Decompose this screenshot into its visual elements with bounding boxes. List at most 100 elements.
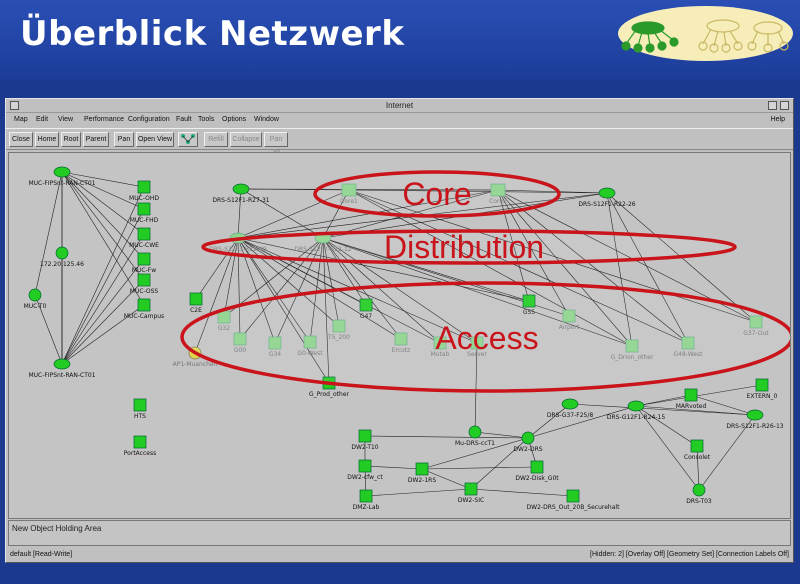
node-cisco[interactable]: MUC-FIPSnt-RAN-CT01 bbox=[28, 358, 96, 379]
open-view-button[interactable]: Open View bbox=[136, 132, 174, 147]
menu-edit[interactable]: Edit bbox=[36, 116, 49, 123]
node-device[interactable]: DMZ-Lab bbox=[353, 489, 380, 511]
node-router[interactable]: DRS-T03 bbox=[686, 483, 712, 505]
maximize-icon[interactable] bbox=[780, 101, 789, 110]
node-device[interactable]: G_Drion_other bbox=[611, 339, 654, 361]
network-link bbox=[635, 384, 763, 407]
network-link bbox=[61, 233, 145, 365]
node-device[interactable]: MUC-Fw bbox=[132, 252, 156, 274]
pan-button[interactable]: Pan bbox=[114, 132, 134, 147]
node-label: G0-West bbox=[297, 350, 323, 357]
node-device[interactable]: DW2-SIC bbox=[458, 482, 484, 504]
node-switch[interactable]: Core1 bbox=[340, 183, 358, 205]
topology-icon bbox=[181, 134, 195, 144]
network-link bbox=[497, 189, 633, 347]
node-router[interactable]: Mu-DRS-ccT1 bbox=[455, 425, 495, 447]
node-device[interactable]: Ercotz bbox=[392, 332, 411, 354]
network-link bbox=[61, 304, 145, 365]
minimize-icon[interactable] bbox=[768, 101, 777, 110]
node-device[interactable]: G0-West bbox=[297, 335, 323, 357]
node-device[interactable]: DW2-cfw_ct bbox=[347, 459, 383, 481]
window-titlebar[interactable]: Internet bbox=[6, 99, 793, 113]
node-label: G_Drion_other bbox=[611, 354, 654, 361]
network-link bbox=[635, 405, 756, 416]
menu-fault[interactable]: Fault bbox=[176, 116, 192, 123]
node-router[interactable]: 172.20.125.46 bbox=[40, 246, 84, 268]
node-label: G32 bbox=[218, 325, 230, 332]
network-link bbox=[364, 435, 529, 439]
node-cisco[interactable]: DRS-G12F1-R24-15 bbox=[607, 400, 665, 421]
root-button[interactable]: Root bbox=[61, 132, 81, 147]
network-link bbox=[698, 414, 756, 491]
node-router[interactable]: DW2-DRS bbox=[513, 431, 543, 453]
node-device[interactable]: DW2-DRS_Out_20B_Securehalt bbox=[527, 489, 621, 511]
node-device[interactable]: MUC-OSS bbox=[130, 273, 159, 295]
menu-window[interactable]: Window bbox=[254, 116, 279, 123]
collapse-button[interactable]: Collapse bbox=[230, 132, 262, 147]
menu-map[interactable]: Map bbox=[14, 116, 28, 123]
menu-performance[interactable]: Performance bbox=[84, 116, 125, 123]
node-device[interactable]: G34 bbox=[268, 336, 282, 358]
node-device[interactable]: G55 bbox=[522, 294, 536, 316]
close-button[interactable]: Close bbox=[9, 132, 33, 147]
network-link bbox=[348, 189, 757, 323]
device-icon bbox=[566, 489, 580, 503]
node-device[interactable]: G00 bbox=[233, 332, 247, 354]
node-device[interactable]: DW2-Disk_G0t bbox=[515, 460, 559, 482]
node-cisco[interactable]: MUC-FIPSnt-RAN-CT01 bbox=[28, 166, 96, 187]
node-device[interactable]: TS_200 bbox=[327, 319, 350, 341]
access-ring bbox=[180, 281, 790, 393]
pan3d-button[interactable]: Pan 3d bbox=[264, 132, 288, 156]
node-device[interactable]: C2E bbox=[189, 292, 203, 314]
menu-tools[interactable]: Tools bbox=[198, 116, 215, 123]
network-link bbox=[569, 403, 756, 416]
node-device[interactable]: MUC-CWE bbox=[129, 227, 159, 249]
node-device[interactable]: G48-West bbox=[674, 336, 704, 358]
network-link bbox=[421, 468, 472, 490]
node-device[interactable]: Server bbox=[467, 336, 487, 358]
router-icon bbox=[521, 431, 535, 445]
node-device[interactable]: HTS bbox=[133, 398, 147, 420]
node-cisco[interactable]: DRS-S12F1-R27-31 bbox=[212, 183, 270, 204]
node-device[interactable]: MUC-FHD bbox=[130, 202, 159, 224]
node-label: Consolet bbox=[684, 454, 711, 461]
window-menu-icon[interactable] bbox=[10, 101, 19, 110]
device-icon bbox=[133, 435, 147, 449]
node-label: Server bbox=[467, 351, 487, 358]
node-cisco[interactable]: DRS-S12F1-R22-26 bbox=[578, 187, 636, 208]
topology-icon-button[interactable] bbox=[178, 132, 198, 147]
node-cisco[interactable]: DRS-S12F1-R26-13 bbox=[726, 409, 784, 430]
node-device[interactable]: DW2-1RS bbox=[408, 462, 437, 484]
node-device[interactable]: Consolet bbox=[684, 439, 711, 461]
node-device[interactable]: MUC-OHD bbox=[129, 180, 159, 202]
network-link bbox=[635, 405, 700, 491]
node-label: MUC-OHD bbox=[129, 195, 159, 202]
device-icon bbox=[268, 336, 282, 350]
parent-button[interactable]: Parent bbox=[83, 132, 109, 147]
node-device[interactable]: G47 bbox=[359, 298, 373, 320]
node-device[interactable]: DW2-T10 bbox=[351, 429, 379, 451]
menu-view[interactable]: View bbox=[58, 116, 74, 123]
new-object-holding-area[interactable]: New Object Holding Area bbox=[8, 520, 791, 546]
node-device[interactable]: MARvoted bbox=[676, 388, 707, 410]
node-switch[interactable]: Core2 bbox=[489, 183, 507, 205]
node-device[interactable]: G37-Out bbox=[743, 315, 769, 337]
home-button[interactable]: Home bbox=[35, 132, 59, 147]
node-device[interactable]: Airport bbox=[559, 309, 580, 331]
cisco-router-icon bbox=[746, 409, 764, 421]
node-device[interactable]: MUC-Campus bbox=[124, 298, 164, 320]
node-device[interactable]: PortAccess bbox=[124, 435, 156, 457]
node-router[interactable]: MUC-T0 bbox=[24, 288, 47, 310]
node-device[interactable]: Mutab bbox=[431, 336, 450, 358]
menu-options[interactable]: Options bbox=[222, 116, 247, 123]
network-link bbox=[61, 279, 145, 365]
refill-button[interactable]: Refill bbox=[204, 132, 228, 147]
status-flags: [Hidden: 2] [Overlay Off] [Geometry Set]… bbox=[590, 551, 789, 558]
menu-configuration[interactable]: Configuration bbox=[128, 116, 170, 123]
node-cisco[interactable]: DRS-G37-F25/8 bbox=[547, 398, 594, 419]
node-label: Core2 bbox=[489, 198, 507, 205]
menu-help[interactable]: Help bbox=[770, 116, 785, 123]
network-link bbox=[61, 171, 145, 281]
node-device[interactable]: EXTERN_0 bbox=[747, 378, 778, 400]
